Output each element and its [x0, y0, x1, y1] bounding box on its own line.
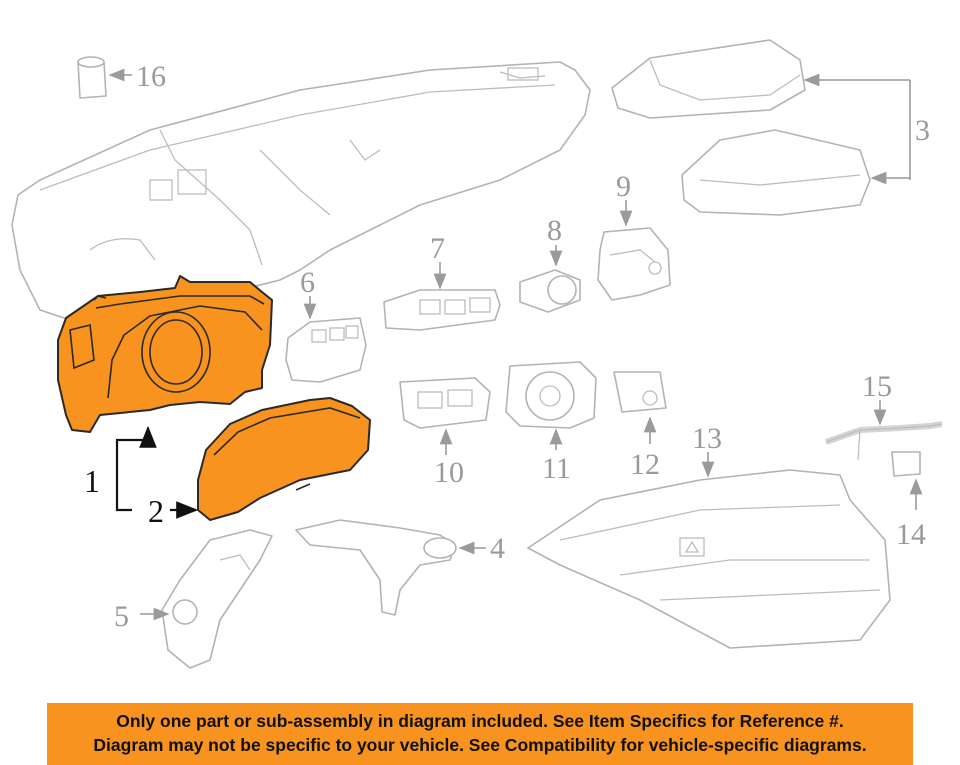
part-7-switch-panel: 7 — [383, 232, 501, 331]
part-8-start-button: 8 — [519, 214, 581, 313]
part-9-switch-bracket: 9 — [597, 170, 671, 301]
callout-1-2-leaders: 1 2 — [84, 425, 199, 529]
callout-13: 13 — [692, 422, 722, 455]
callout-3: 3 — [915, 114, 930, 147]
part-5-switch-assembly: 5 — [114, 529, 273, 669]
part-16-switch: 16 — [77, 56, 166, 99]
callout-7: 7 — [430, 232, 445, 265]
callout-14: 14 — [896, 518, 926, 551]
part-2-cluster-lens — [197, 397, 371, 521]
callout-11: 11 — [542, 452, 571, 485]
part-11-clock: 11 — [505, 361, 597, 485]
callout-16: 16 — [136, 60, 166, 93]
disclaimer-line-2: Diagram may not be specific to your vehi… — [93, 735, 867, 755]
part-10-control-unit: 10 — [399, 377, 491, 489]
part-14-clip: 14 — [891, 451, 926, 551]
part-6-switch-assembly: 6 — [285, 266, 367, 383]
disclaimer-line-1: Only one part or sub-assembly in diagram… — [116, 711, 844, 731]
parts-diagram: 16 3 9 8 7 — [11, 39, 943, 669]
callout-4: 4 — [490, 532, 505, 565]
part-15-cable: 15 — [825, 370, 943, 461]
callout-2: 2 — [148, 493, 164, 529]
callout-10: 10 — [434, 456, 464, 489]
disclaimer-banner: Only one part or sub-assembly in diagram… — [47, 703, 913, 765]
callout-5: 5 — [114, 600, 129, 633]
part-3-modules: 3 — [611, 39, 930, 216]
part-13-center-panel: 13 — [527, 422, 891, 649]
part-4-combination-switch: 4 — [295, 519, 505, 616]
callout-6: 6 — [300, 266, 315, 299]
callout-15: 15 — [862, 370, 892, 403]
part-12-switch: 12 — [613, 371, 667, 481]
part-1-instrument-cluster — [57, 275, 273, 433]
callout-8: 8 — [547, 214, 562, 247]
callout-9: 9 — [616, 170, 631, 203]
callout-12: 12 — [630, 448, 660, 481]
callout-1: 1 — [84, 463, 100, 499]
